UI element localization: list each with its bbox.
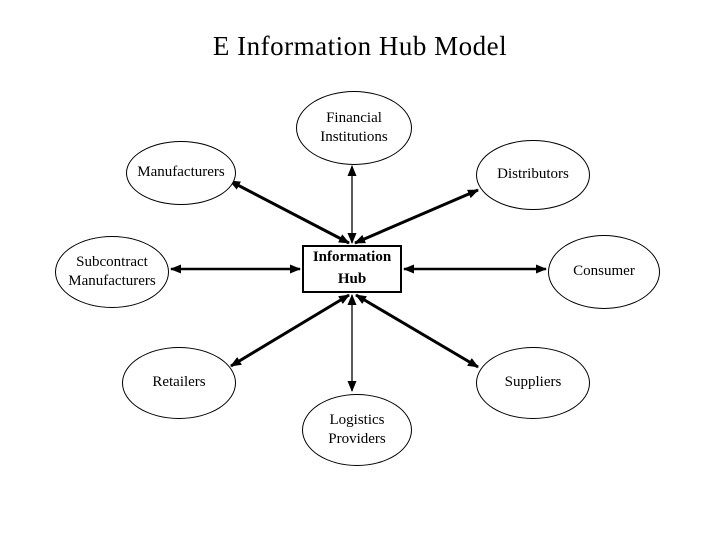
node-suppliers: Suppliers — [476, 347, 590, 419]
node-subcontract-manufacturers: Subcontract Manufacturers — [55, 236, 169, 308]
node-retailers: Retailers — [122, 347, 236, 419]
node-financial-institutions: Financial Institutions — [296, 91, 412, 165]
edge-hub-distributors — [354, 188, 479, 245]
edge-hub-retailers — [230, 293, 350, 368]
node-manufacturers: Manufacturers — [126, 141, 236, 205]
edge-hub-suppliers — [355, 293, 479, 369]
node-label: Information Hub — [312, 249, 392, 287]
node-logistics-providers: Logistics Providers — [302, 394, 412, 466]
node-distributors: Distributors — [476, 140, 590, 210]
node-label: Logistics Providers — [328, 411, 386, 448]
edge-hub-manufacturers — [229, 179, 350, 245]
node-label: Consumer — [573, 263, 635, 280]
node-label: Retailers — [152, 374, 206, 391]
node-label: Suppliers — [504, 374, 562, 391]
node-label: Financial Institutions — [320, 109, 388, 146]
node-consumer: Consumer — [548, 235, 660, 309]
node-label: Manufacturers — [137, 164, 225, 181]
node-label: Distributors — [497, 166, 569, 183]
node-label: Subcontract Manufacturers — [68, 253, 156, 290]
diagram-title: E Information Hub Model — [212, 31, 508, 61]
node-information-hub: Information Hub — [302, 245, 402, 293]
